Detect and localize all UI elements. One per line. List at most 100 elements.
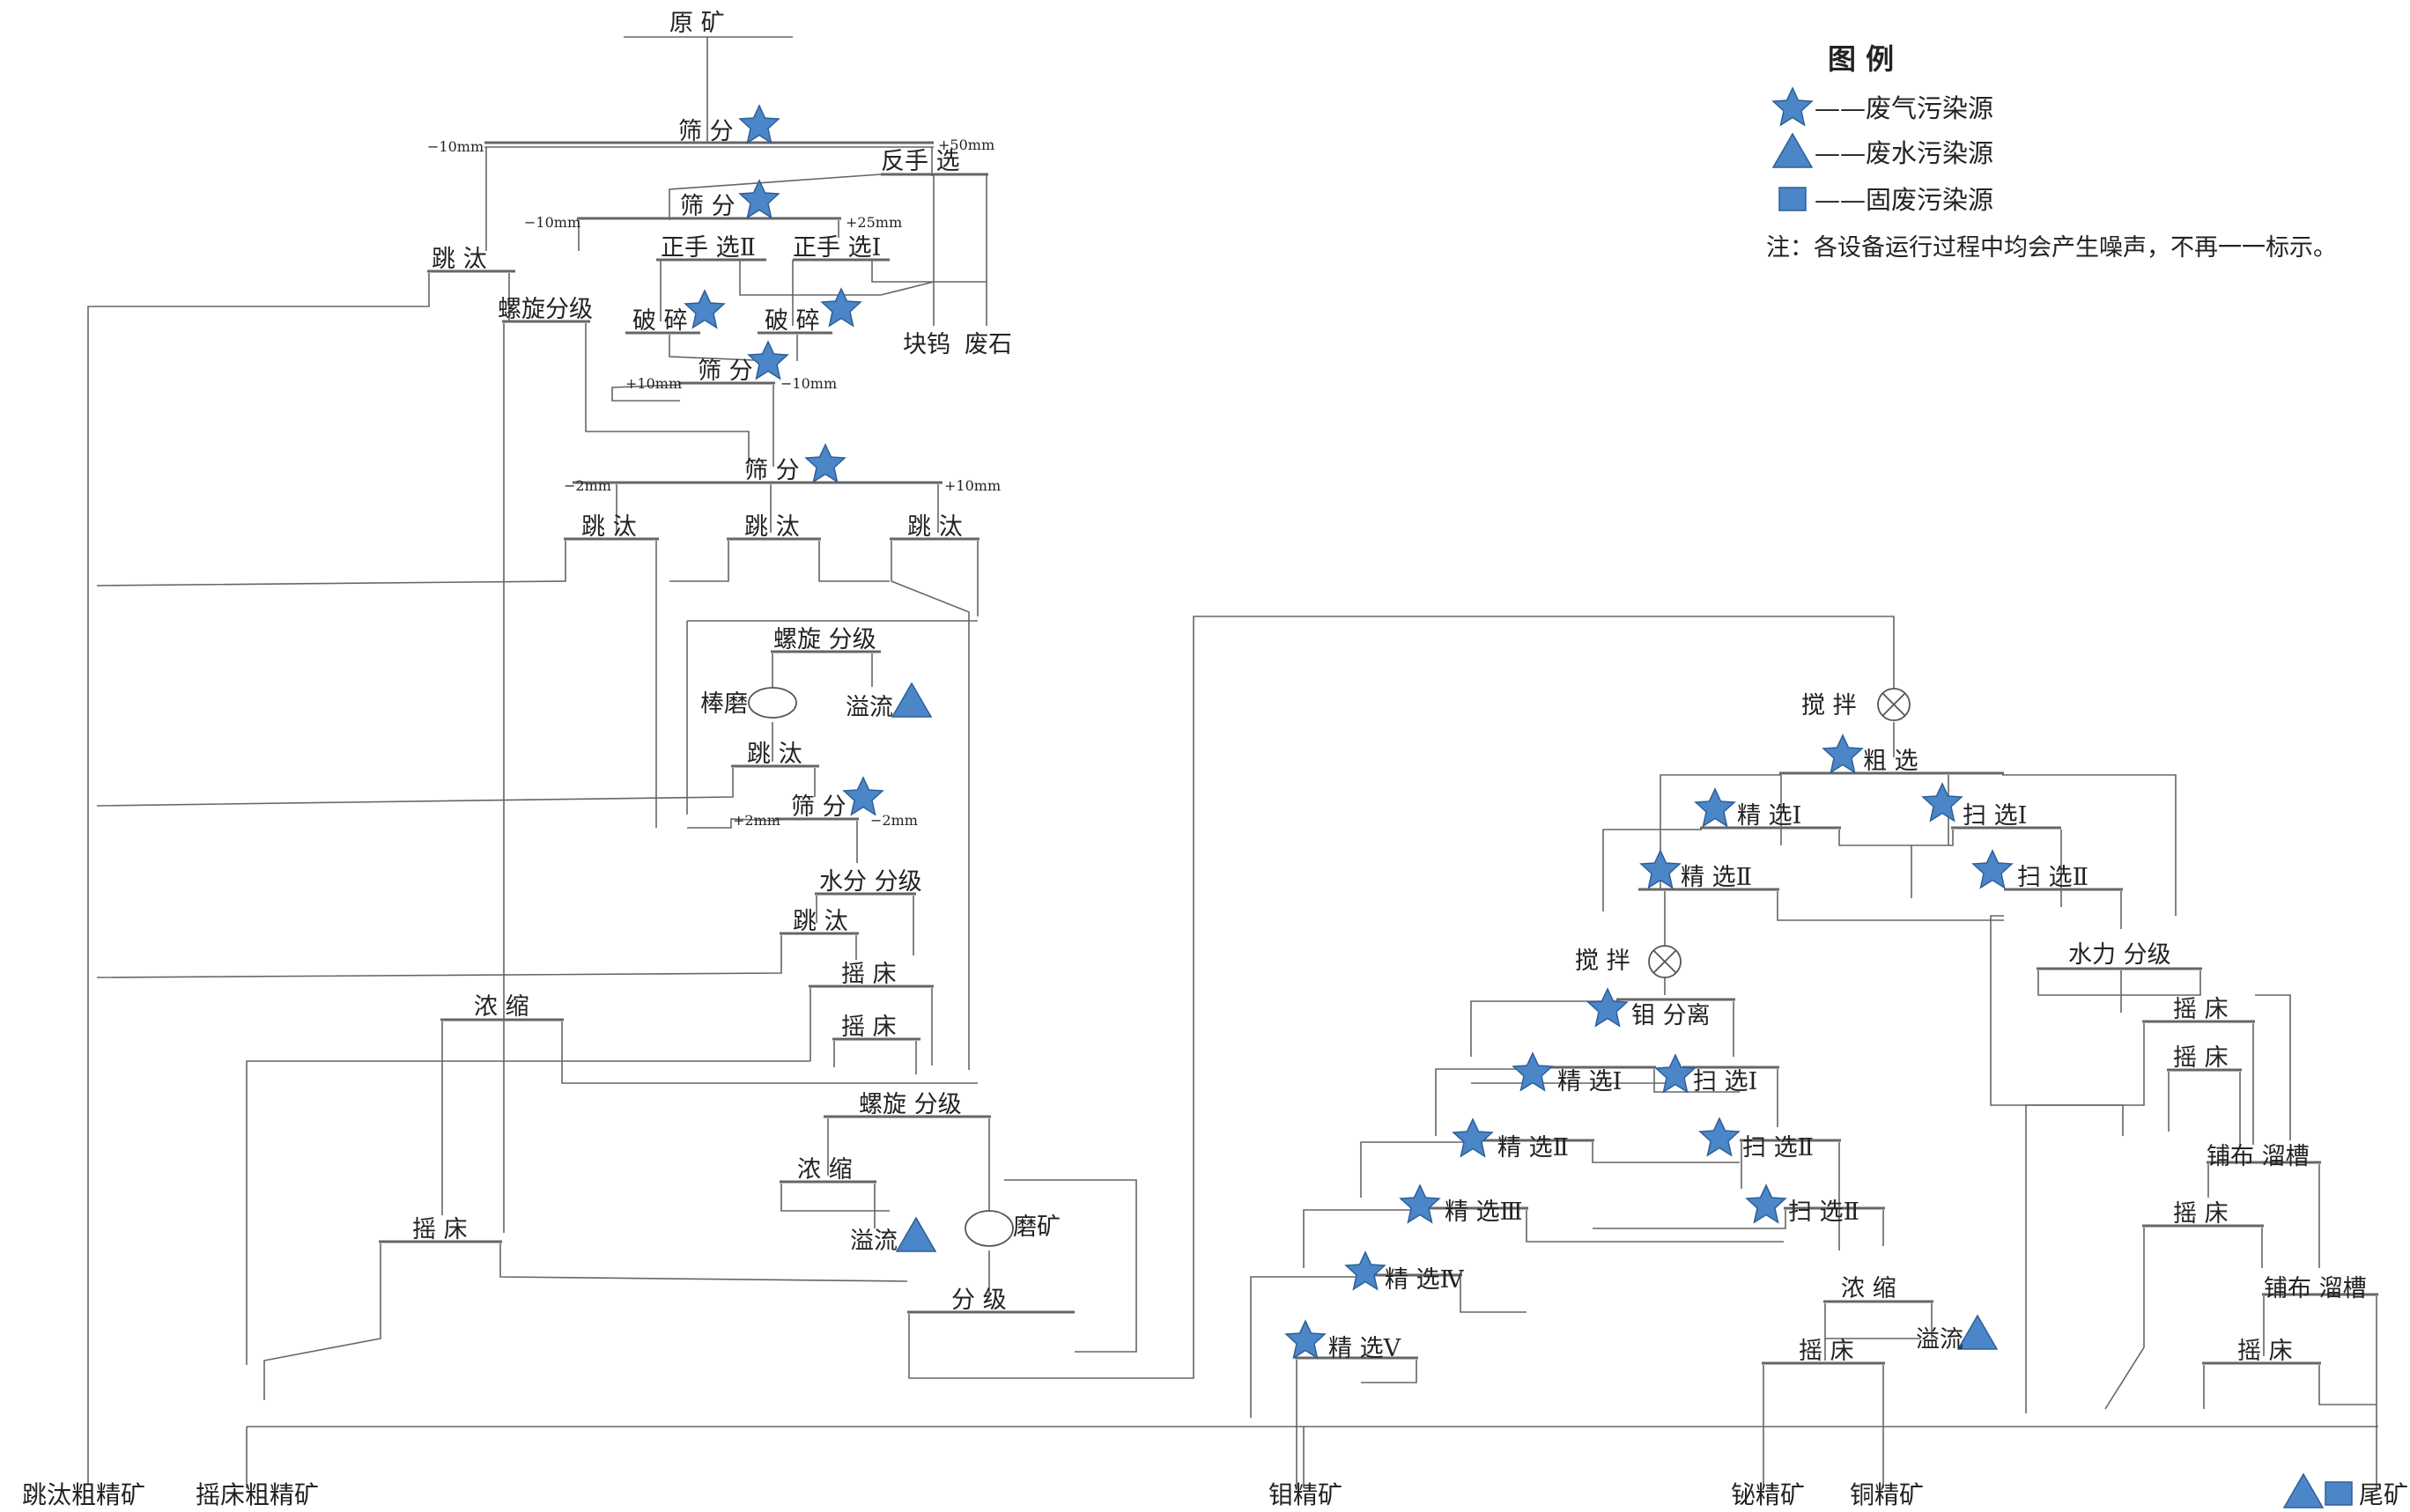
star-icon: [1695, 788, 1735, 827]
jig6-label: 跳 汰: [793, 908, 848, 935]
bi-concentrate-label: 铋精矿: [1731, 1480, 1805, 1509]
star-icon: [1587, 988, 1628, 1027]
mo-scav2a-label: 扫 选Ⅱ: [1742, 1134, 1814, 1162]
s4-left-label: −2mm: [564, 477, 611, 494]
star-icon: [1699, 1117, 1740, 1156]
crush1-label: 破 碎: [632, 307, 688, 335]
s3-left-label: +10mm: [625, 375, 682, 392]
sluice2-label: 铺布 溜槽: [2264, 1275, 2367, 1302]
legend-note: 注：各设备运行过程中均会产生噪声，不再一一标示。: [1766, 234, 2337, 262]
legend-item-solid: ——固废污染源: [1815, 185, 1993, 215]
star-icon: [1655, 1054, 1696, 1093]
jig2-label: 跳 汰: [581, 513, 637, 541]
mo-scav2b-label: 扫 选Ⅱ: [1788, 1199, 1859, 1226]
spiral3-label: 螺旋 分级: [859, 1091, 962, 1118]
mo-clean4-label: 精 选Ⅳ: [1385, 1266, 1465, 1294]
table5-label: 摇 床: [2173, 1044, 2229, 1072]
spiral2-label: 螺旋 分级: [773, 626, 876, 653]
grind-mill-ellipse: [965, 1210, 1014, 1247]
rod-mill-label: 棒磨: [700, 690, 748, 718]
screen1-label: 筛 分: [678, 118, 734, 145]
hydro1-label: 水分 分级: [819, 868, 922, 896]
crush2-label: 破 碎: [765, 307, 820, 335]
table3-label: 摇 床: [412, 1216, 468, 1243]
table8-label: 摇 床: [2237, 1338, 2293, 1365]
node-labels: 原 矿 筛 分 反手 选 筛 分 正手 选Ⅱ 正手 选Ⅰ 跳 汰 破 碎 破 碎…: [412, 10, 2367, 1365]
jig4-label: 跳 汰: [907, 513, 963, 541]
grind-label: 磨矿: [1013, 1213, 1061, 1241]
hand-rev-label: 反手 选: [881, 148, 960, 175]
mo-clean2-label: 精 选Ⅱ: [1497, 1134, 1569, 1162]
legend: 图 例 ——废气污染源 ——废水污染源 ——固废污染源 注：各设备运行过程中均会…: [1766, 42, 2337, 262]
clean1-label: 精 选Ⅰ: [1737, 802, 1801, 830]
mo-sep-label: 钼 分离: [1631, 1002, 1711, 1029]
s1-right-label: +50mm: [938, 136, 994, 153]
legend-item-water: ——废水污染源: [1815, 138, 1993, 168]
scav2-label: 扫 选Ⅱ: [2017, 864, 2088, 891]
table4-label: 摇 床: [2173, 996, 2229, 1023]
overflow3-label: 溢流: [1916, 1326, 1963, 1353]
stir2-label: 搅 拌: [1575, 948, 1630, 975]
rough-label: 粗 选: [1863, 748, 1918, 775]
jig3-label: 跳 汰: [744, 513, 800, 541]
star-icon: [1922, 783, 1963, 822]
s5-right-label: −2mm: [870, 812, 918, 829]
s1-left-label: −10mm: [427, 138, 484, 155]
hand-pos1-label: 正手 选Ⅰ: [793, 234, 881, 262]
triangle-icon: [2283, 1473, 2324, 1508]
jig1-label: 跳 汰: [432, 246, 487, 273]
waste-rock-label: 废石: [965, 331, 1012, 358]
stir1-label: 搅 拌: [1801, 692, 1857, 719]
star-icon: [1746, 1184, 1786, 1223]
s2-left-label: −10mm: [524, 214, 580, 231]
jig5-label: 跳 汰: [747, 741, 802, 768]
pollution-symbols: [684, 105, 2353, 1508]
mo-clean1-label: 精 选Ⅰ: [1557, 1068, 1622, 1095]
scav1-label: 扫 选Ⅰ: [1963, 802, 2027, 830]
overflow2-label: 溢流: [850, 1228, 898, 1255]
sluice1-label: 铺布 溜槽: [2207, 1143, 2310, 1170]
overflow1-label: 溢流: [846, 694, 893, 721]
triangle-icon: [1957, 1315, 1998, 1350]
mo-concentrate-label: 钼精矿: [1268, 1480, 1342, 1509]
flow-lines: [87, 36, 2378, 1488]
star-icon: [805, 444, 846, 483]
hydro2-label: 水力 分级: [2068, 941, 2171, 969]
screen4-label: 筛 分: [744, 457, 800, 484]
star-icon: [1400, 1184, 1440, 1223]
product-labels: 跳汰粗精矿 摇床粗精矿 钼精矿 铋精矿 铜精矿 尾矿: [22, 1480, 2408, 1509]
star-icon: [1512, 1052, 1553, 1091]
star-icon: [748, 341, 788, 380]
table6-label: 摇 床: [1799, 1338, 1854, 1365]
spiral1-label: 螺旋分级: [498, 296, 593, 323]
triangle-icon: [1772, 133, 1813, 168]
star-icon: [843, 777, 883, 815]
star-icon: [739, 180, 780, 218]
s3-right-label: −10mm: [780, 375, 837, 392]
equipment-shapes: [748, 687, 1911, 1247]
legend-title: 图 例: [1828, 42, 1894, 76]
classify-label: 分 级: [951, 1287, 1007, 1314]
jig-concentrate-label: 跳汰粗精矿: [22, 1480, 145, 1509]
thicken1-label: 浓 缩: [474, 993, 529, 1021]
mo-clean3-label: 精 选Ⅲ: [1445, 1199, 1523, 1226]
table1-label: 摇 床: [841, 961, 897, 988]
legend-item-gas: ——废气污染源: [1815, 93, 1993, 123]
screen5-label: 筛 分: [791, 793, 846, 821]
star-icon: [739, 105, 780, 144]
rod-mill-ellipse: [748, 687, 797, 719]
mo-clean5-label: 精 选Ⅴ: [1328, 1335, 1401, 1362]
table7-label: 摇 床: [2173, 1200, 2229, 1228]
star-icon: [1772, 87, 1813, 126]
raw-ore-label: 原 矿: [669, 10, 725, 37]
cu-concentrate-label: 铜精矿: [1850, 1480, 1924, 1509]
triangle-icon: [891, 682, 932, 718]
star-icon: [1345, 1251, 1386, 1290]
square-icon: [2325, 1481, 2353, 1506]
table-concentrate-label: 摇床粗精矿: [196, 1480, 319, 1509]
mo-scav1-label: 扫 选Ⅰ: [1693, 1068, 1757, 1095]
stir-tank-icon: [1877, 688, 1911, 721]
triangle-icon: [896, 1217, 936, 1252]
tailings-label: 尾矿: [2359, 1480, 2408, 1509]
s2-right-label: +25mm: [846, 214, 902, 231]
